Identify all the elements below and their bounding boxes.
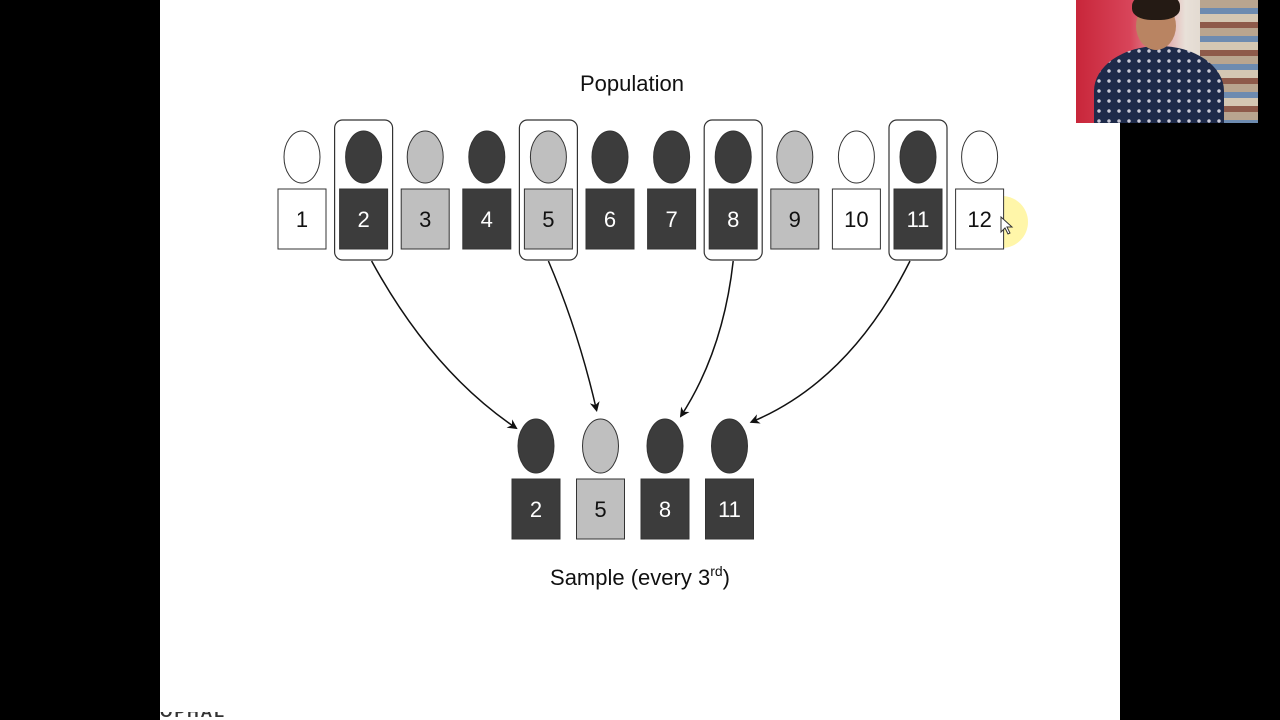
population-head-10 — [837, 130, 875, 184]
population-head-12 — [961, 130, 999, 184]
population-box-6 — [585, 188, 635, 250]
sample-head-2 — [517, 418, 555, 474]
sample-number-5: 5 — [594, 497, 606, 522]
watermark-text: OPHAL — [160, 712, 260, 720]
sample-number-8: 8 — [659, 497, 671, 522]
population-box-10 — [831, 188, 881, 250]
population-box-3 — [400, 188, 450, 250]
population-box-12 — [955, 188, 1005, 250]
population-number-10: 10 — [844, 207, 868, 232]
population-number-7: 7 — [665, 207, 677, 232]
population-number-2: 2 — [357, 207, 369, 232]
population-box-11 — [893, 188, 943, 250]
population-number-11: 11 — [907, 207, 930, 232]
population-number-5: 5 — [542, 207, 554, 232]
sample-box-11 — [705, 478, 754, 540]
population-head-8 — [714, 130, 752, 184]
sample-label-main: Sample (every 3 — [550, 565, 710, 590]
sample-label-close: ) — [723, 565, 730, 590]
arrow-8-to-sample — [679, 260, 734, 418]
sample-box-2 — [511, 478, 561, 540]
mouse-pointer-icon — [1000, 215, 1014, 235]
population-head-7 — [653, 130, 691, 184]
watermark-logo: OPHAL — [160, 712, 260, 720]
selected-frame-8 — [703, 119, 763, 261]
population-number-9: 9 — [789, 207, 801, 232]
population-title: Population — [580, 71, 684, 96]
arrow-5-to-sample — [547, 260, 600, 412]
sample-number-2: 2 — [530, 497, 542, 522]
population-head-4 — [468, 130, 506, 184]
arrow-11-to-sample — [749, 260, 911, 424]
sample-box-8 — [640, 478, 690, 540]
population-box-7 — [647, 188, 697, 250]
sample-label-sup: rd — [710, 563, 722, 579]
presenter-body — [1094, 46, 1224, 123]
selection-arrows — [370, 260, 911, 430]
population-box-8 — [708, 188, 758, 250]
sample-head-5 — [582, 418, 619, 474]
population-number-8: 8 — [727, 207, 739, 232]
sample-head-8 — [646, 418, 684, 474]
population-head-11 — [899, 130, 937, 184]
webcam-video-overlay — [1076, 0, 1258, 123]
population-box-5 — [523, 188, 573, 250]
population-head-5 — [529, 130, 567, 184]
sample-box-5 — [576, 478, 625, 540]
presenter-hair — [1132, 0, 1180, 20]
population-head-1 — [283, 130, 321, 184]
population-number-1: 1 — [296, 207, 308, 232]
population-number-12: 12 — [967, 207, 991, 232]
population-number-6: 6 — [604, 207, 616, 232]
population-box-9 — [770, 188, 820, 250]
population-head-6 — [591, 130, 629, 184]
population-box-4 — [462, 188, 512, 250]
population-head-9 — [776, 130, 814, 184]
population-box-1 — [277, 188, 327, 250]
population-head-3 — [406, 130, 444, 184]
population-number-4: 4 — [481, 207, 493, 232]
sample-number-11: 11 — [718, 497, 741, 522]
population-box-2 — [339, 188, 389, 250]
population-number-3: 3 — [419, 207, 431, 232]
sample-head-11 — [711, 418, 748, 474]
selected-frame-11 — [888, 119, 948, 261]
selected-frame-5 — [518, 119, 578, 261]
population-head-2 — [345, 130, 383, 184]
arrow-2-to-sample — [370, 260, 518, 430]
sample-label: Sample (every 3rd) — [550, 563, 730, 590]
selected-frame-2 — [334, 119, 394, 261]
sample-row: 2 5 8 11 — [511, 418, 754, 540]
